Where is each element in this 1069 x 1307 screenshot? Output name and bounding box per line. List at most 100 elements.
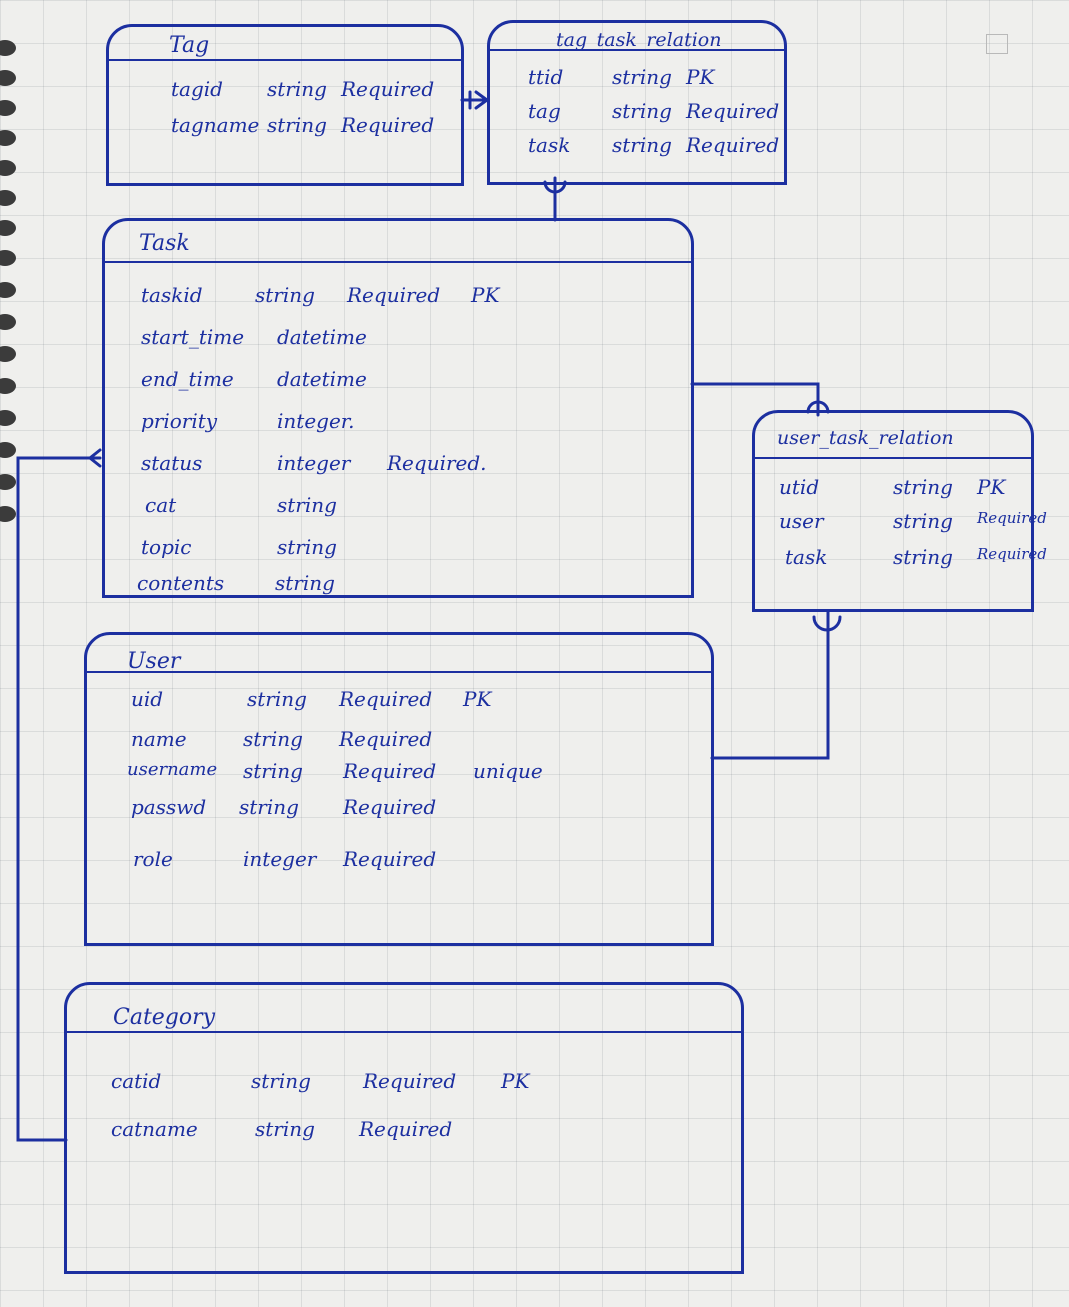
field-required: Required (343, 847, 437, 871)
binder-hole (0, 160, 16, 176)
field-key: unique (473, 759, 543, 783)
field-row: status integer Required. (105, 451, 691, 481)
field-required: PK (686, 65, 715, 89)
field-row: cat string (105, 493, 691, 523)
field-type: string (275, 571, 335, 595)
field-row: catname string Required (67, 1117, 741, 1147)
circle-mark (812, 615, 842, 632)
field-type: string (893, 475, 953, 499)
field-type: string (277, 535, 337, 559)
field-name: topic (141, 535, 192, 559)
crowfoot-mark (87, 448, 102, 468)
entity-title: Task (139, 231, 190, 256)
title-divider (109, 59, 461, 61)
binder-hole (0, 474, 16, 490)
field-type: integer (243, 847, 317, 871)
field-key: PK (463, 687, 492, 711)
field-name: tagname (171, 113, 260, 137)
binder-hole (0, 506, 16, 522)
field-type: string (255, 1117, 315, 1141)
field-name: task (785, 545, 828, 569)
field-row: end_time datetime (105, 367, 691, 397)
connector-usertaskrelation-user (710, 610, 830, 760)
field-required: Required (347, 283, 441, 307)
field-name: priority (141, 409, 218, 433)
field-row: user string Required (755, 509, 1047, 539)
entity-title: Tag (169, 33, 210, 58)
circle-mark (543, 180, 567, 194)
field-type: datetime (277, 325, 367, 349)
binder-hole (0, 346, 16, 362)
field-row: priority integer. (105, 409, 691, 439)
field-type: string (247, 687, 307, 711)
field-required: Required (343, 795, 437, 819)
field-required: Required (686, 133, 780, 157)
field-row: topic string (105, 535, 691, 565)
binder-hole (0, 442, 16, 458)
field-name: uid (131, 687, 164, 711)
field-type: datetime (277, 367, 367, 391)
page-corner-checkbox (986, 34, 1008, 54)
entity-tag-task-relation: tag_task_relation ttid string PK tag str… (487, 20, 787, 185)
entity-category: Category catid string Required PK catnam… (64, 982, 744, 1274)
title-divider (87, 671, 711, 673)
field-required: Required (339, 687, 433, 711)
field-row: taskid string Required PK (105, 283, 691, 313)
field-type: string (893, 509, 953, 533)
binder-hole (0, 410, 16, 426)
field-type: string (277, 493, 337, 517)
field-row: contents string (105, 571, 691, 601)
field-row: tagname string Required (109, 113, 461, 143)
binder-hole (0, 100, 16, 116)
entity-user: User uid string Required PK name string … (84, 632, 714, 946)
binder-hole (0, 314, 16, 330)
binder-hole (0, 130, 16, 146)
field-type: string (612, 99, 672, 123)
field-key: PK (501, 1069, 530, 1093)
binder-hole (0, 40, 16, 56)
field-row: ttid string PK (490, 65, 784, 95)
field-name: username (127, 759, 218, 780)
connector-task-usertaskrelation (690, 382, 820, 417)
field-row: task string Required (490, 133, 784, 163)
entity-title: User (127, 649, 181, 674)
binder-hole (0, 250, 16, 266)
field-type: string (612, 65, 672, 89)
field-type: integer. (277, 409, 355, 433)
field-type: string (612, 133, 672, 157)
field-row: start_time datetime (105, 325, 691, 355)
field-row: username string Required unique (87, 759, 711, 789)
field-type: string (267, 77, 327, 101)
field-name: tagid (171, 77, 223, 101)
field-required: Required (341, 113, 435, 137)
field-type: integer (277, 451, 351, 475)
field-required: Required (359, 1117, 453, 1141)
field-type: string (239, 795, 299, 819)
field-name: taskid (141, 283, 203, 307)
entity-tag: Tag tagid string Required tagname string… (106, 24, 464, 186)
field-row: tag string Required (490, 99, 784, 129)
field-required: Required (363, 1069, 457, 1093)
field-name: start_time (141, 325, 245, 349)
binder-hole (0, 282, 16, 298)
field-name: task (528, 133, 571, 157)
field-row: passwd string Required (87, 795, 711, 825)
field-name: utid (779, 475, 820, 499)
field-name: name (131, 727, 187, 751)
field-type: string (243, 727, 303, 751)
field-name: end_time (141, 367, 234, 391)
field-row: catid string Required PK (67, 1069, 741, 1099)
field-type: string (893, 545, 953, 569)
field-name: cat (145, 493, 177, 517)
field-required: Required (341, 77, 435, 101)
field-required: Required. (387, 451, 487, 475)
field-row: utid string PK (755, 475, 1031, 505)
entity-title: Category (113, 1005, 216, 1030)
connector-task-category (16, 456, 102, 1142)
title-divider (490, 49, 784, 51)
binder-hole (0, 220, 16, 236)
entity-task: Task taskid string Required PK start_tim… (102, 218, 694, 598)
field-required: Required (343, 759, 437, 783)
entity-user-task-relation: user_task_relation utid string PK user s… (752, 410, 1047, 612)
field-name: role (133, 847, 173, 871)
